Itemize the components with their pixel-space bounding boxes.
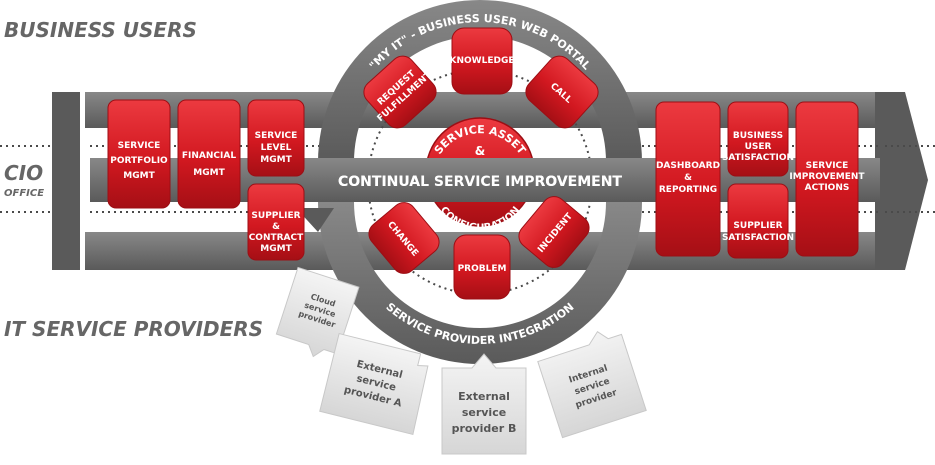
petal-call[interactable]: CALL bbox=[521, 51, 603, 133]
supplier-contract-line4: MGMT bbox=[260, 244, 292, 254]
petal-incident[interactable]: INCIDENT bbox=[514, 192, 594, 273]
card-cloud-provider[interactable]: Cloud service provider bbox=[273, 266, 360, 363]
box-dashboard-reporting[interactable]: DASHBOARD & REPORTING bbox=[655, 101, 721, 257]
box-service-improvement-actions[interactable]: SERVICE IMPROVEMENT ACTIONS bbox=[789, 101, 865, 257]
supplier-contract-line3: CONTRACT bbox=[249, 233, 304, 243]
dashboard-line3: REPORTING bbox=[659, 185, 717, 195]
service-portfolio-line3: MGMT bbox=[123, 171, 155, 181]
external-b-line1: External bbox=[458, 390, 510, 403]
box-financial-mgmt[interactable]: FINANCIAL MGMT bbox=[177, 99, 241, 209]
box-supplier-contract-mgmt[interactable]: SUPPLIER & CONTRACT MGMT bbox=[247, 183, 305, 261]
left-frame-bar bbox=[52, 92, 80, 270]
dashboard-line1: DASHBOARD bbox=[656, 161, 720, 171]
cio-label: CIO bbox=[4, 161, 43, 185]
service-level-line3: MGMT bbox=[260, 155, 292, 165]
petal-problem-label: PROBLEM bbox=[458, 264, 507, 274]
right-arrow-head bbox=[885, 92, 928, 270]
hub-service-asset[interactable]: SERVICE ASSET & CONFIGURATION bbox=[420, 117, 540, 234]
petal-knowledge-label: KNOWLEDGE bbox=[450, 56, 515, 66]
card-external-provider-b[interactable]: External service provider B bbox=[441, 353, 527, 455]
petal-change[interactable]: CHANGE bbox=[364, 198, 444, 279]
card-external-provider-a[interactable]: External service provider A bbox=[319, 332, 433, 436]
supplier-sat-line1: SUPPLIER bbox=[733, 221, 782, 231]
business-user-sat-line1: BUSINESS bbox=[733, 131, 783, 141]
hub-band-overlay bbox=[420, 158, 540, 202]
supplier-contract-line1: SUPPLIER bbox=[251, 211, 300, 221]
service-improvement-line1: SERVICE bbox=[806, 161, 849, 171]
it-service-providers-label: IT SERVICE PROVIDERS bbox=[4, 317, 263, 341]
box-service-level-mgmt[interactable]: SERVICE LEVEL MGMT bbox=[247, 99, 305, 177]
business-users-label: BUSINESS USERS bbox=[4, 18, 197, 42]
petal-knowledge[interactable]: KNOWLEDGE bbox=[450, 27, 515, 95]
csi-band-label-overlay: CONTINUAL SERVICE IMPROVEMENT bbox=[338, 174, 622, 190]
box-business-user-satisfaction[interactable]: BUSINESS USER SATISFACTION bbox=[722, 101, 794, 177]
petal-problem[interactable]: PROBLEM bbox=[453, 234, 511, 300]
business-user-sat-line2: USER bbox=[745, 142, 772, 152]
card-internal-provider[interactable]: Internal service provider bbox=[535, 325, 647, 439]
service-portfolio-line1: SERVICE bbox=[118, 141, 161, 151]
petal-request-fulfillment[interactable]: REQUEST FULFILLMENT bbox=[356, 48, 445, 136]
box-service-portfolio-mgmt[interactable]: SERVICE PORTFOLIO MGMT bbox=[107, 99, 171, 209]
financial-line1: FINANCIAL bbox=[182, 151, 236, 161]
dashboard-line2: & bbox=[684, 173, 692, 183]
portal-arc bbox=[318, 0, 642, 162]
hub-ampersand: & bbox=[475, 144, 485, 158]
financial-line2: MGMT bbox=[193, 168, 225, 178]
service-improvement-line2: IMPROVEMENT bbox=[789, 172, 865, 182]
business-user-sat-line3: SATISFACTION bbox=[722, 153, 794, 163]
spi-arc bbox=[318, 202, 642, 364]
service-level-line1: SERVICE bbox=[255, 131, 298, 141]
service-improvement-line3: ACTIONS bbox=[805, 183, 850, 193]
supplier-sat-line2: SATISFACTION bbox=[722, 233, 794, 243]
supplier-contract-line2: & bbox=[272, 222, 280, 232]
external-b-line2: service bbox=[462, 406, 506, 419]
office-label: OFFICE bbox=[4, 188, 44, 199]
box-supplier-satisfaction[interactable]: SUPPLIER SATISFACTION bbox=[722, 183, 794, 259]
spi-arc-arrow bbox=[296, 208, 334, 232]
service-portfolio-line2: PORTFOLIO bbox=[110, 156, 168, 166]
external-b-line3: provider B bbox=[452, 422, 517, 435]
service-level-line2: LEVEL bbox=[261, 143, 292, 153]
